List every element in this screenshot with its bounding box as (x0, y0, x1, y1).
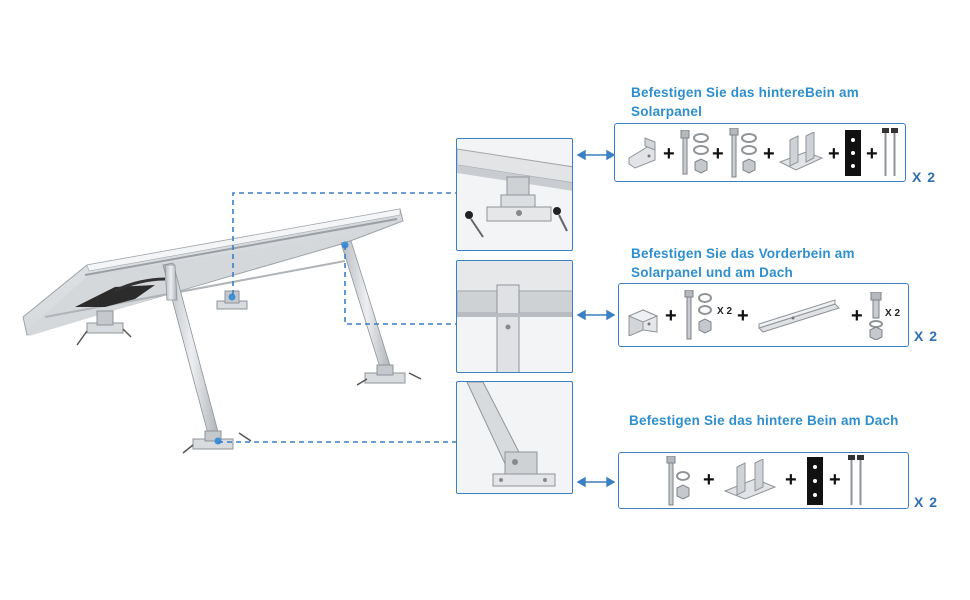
plus-sign: + (663, 143, 675, 165)
detail-rear-leg-roof (456, 381, 573, 494)
roof-foot-front-left (76, 310, 132, 346)
part-count: X 2 (885, 308, 901, 319)
l-bracket-icon (627, 309, 659, 336)
bolt-icon (680, 130, 690, 175)
solar-mount-illustration (15, 195, 435, 465)
section-2-parts-box: + X 2 + + X 2 (618, 283, 909, 347)
long-bolt-icon (729, 128, 739, 178)
rubber-pad-icon (845, 130, 861, 176)
l-bracket-icon (628, 137, 656, 169)
plus-sign: + (866, 143, 878, 165)
u-bracket-icon (723, 459, 777, 500)
roof-foot-rear-left (182, 430, 252, 454)
detail-rear-leg-panel (456, 138, 573, 251)
part-count: X 2 (717, 306, 733, 317)
plus-sign: + (703, 469, 715, 491)
plus-sign: + (785, 469, 797, 491)
bolt-washer-nut-icon (666, 456, 690, 506)
section-1-parts-box: + + + + + (614, 123, 906, 182)
washer-nut-icon (741, 133, 757, 174)
plus-sign: + (665, 305, 677, 327)
plus-sign: + (828, 143, 840, 165)
section-1-heading: Befestigen Sie das hintereBein am Solarp… (631, 85, 859, 119)
section-3-parts-box: + + + (618, 452, 909, 509)
roof-foot-rear-right (356, 364, 422, 386)
short-bolt-nut-icon (869, 292, 883, 340)
washer-nut-icon (693, 133, 709, 174)
plus-sign: + (712, 143, 724, 165)
section-2-multiplier: X 2 (914, 328, 939, 344)
screws-icon (882, 128, 898, 176)
u-bracket-icon (778, 132, 824, 171)
section-3-multiplier: X 2 (914, 494, 939, 510)
plus-sign: + (763, 143, 775, 165)
roof-foot-front-mid (216, 290, 248, 310)
section-1-multiplier: X 2 (912, 169, 937, 185)
plus-sign: + (829, 469, 841, 491)
rubber-pad-icon (807, 457, 823, 505)
section-3-heading: Befestigen Sie das hintere Bein am Dach (629, 413, 899, 428)
plus-sign: + (737, 305, 749, 327)
rear-leg-right (340, 240, 394, 378)
bolt-washer-nut-icon (684, 290, 712, 340)
plus-sign: + (851, 305, 863, 327)
detail-front-leg-panel (456, 260, 573, 373)
extension-rail-icon (758, 299, 840, 333)
section-2-heading: Befestigen Sie das Vorderbein am Solarpa… (631, 246, 855, 280)
screws-icon (848, 455, 864, 505)
junction-box (75, 285, 155, 307)
